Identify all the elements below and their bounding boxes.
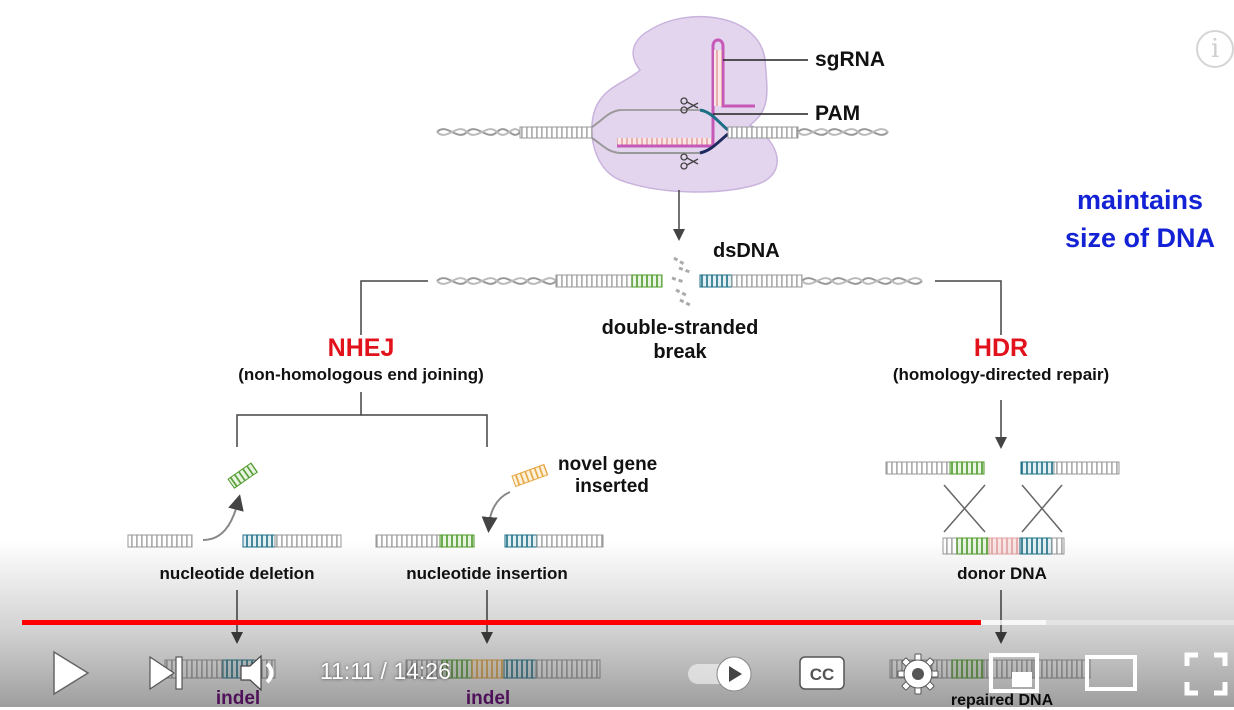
dsdna-label: dsDNA <box>713 240 780 262</box>
repaired-dna-label: repaired DNA <box>950 692 1054 709</box>
inserted-label: inserted <box>575 476 649 497</box>
info-icon: i <box>1211 34 1220 64</box>
autoplay-toggle-icon <box>688 656 752 692</box>
indel-right-label: indel <box>465 688 511 709</box>
size-of-dna-label: size of DNA <box>1064 223 1216 253</box>
settings-button[interactable] <box>896 652 940 696</box>
nhej-full-label: (non-homologous end joining) <box>238 365 484 384</box>
insertion-figure <box>375 463 604 644</box>
deletion-figure <box>127 462 342 644</box>
result-strands <box>164 659 1091 679</box>
progress-bar[interactable] <box>22 620 1234 625</box>
time-display: 11:11 / 14:26 <box>320 658 451 685</box>
autoplay-toggle[interactable] <box>686 656 756 692</box>
nucleotide-insertion-label: nucleotide insertion <box>406 564 568 583</box>
time-current: 11:11 <box>320 658 375 684</box>
next-icon <box>149 655 183 691</box>
next-button[interactable] <box>146 653 186 693</box>
hdr-figure <box>885 461 1120 644</box>
break-label: break <box>653 341 707 363</box>
double-stranded-label: double-stranded <box>601 317 759 339</box>
cas9-complex <box>436 15 889 193</box>
play-icon <box>53 650 90 696</box>
play-button[interactable] <box>50 650 92 696</box>
time-separator: / <box>374 658 394 684</box>
donor-dna-label: donor DNA <box>957 564 1047 583</box>
miniplayer-button[interactable] <box>988 652 1040 694</box>
volume-button[interactable] <box>238 652 282 694</box>
time-total: 14:26 <box>393 658 451 684</box>
info-button[interactable]: i <box>1196 30 1234 68</box>
nucleotide-deletion-label: nucleotide deletion <box>159 564 315 583</box>
theater-button[interactable] <box>1084 654 1138 692</box>
nhej-label: NHEJ <box>327 334 395 362</box>
captions-button[interactable]: CC <box>798 655 846 691</box>
volume-icon <box>240 654 274 692</box>
cc-icon: CC <box>799 656 845 690</box>
fullscreen-icon <box>1184 652 1228 696</box>
theater-icon <box>1085 655 1137 691</box>
maintains-label: maintains <box>1076 185 1204 215</box>
indel-left-label: indel <box>215 688 261 709</box>
sgrna-label: sgRNA <box>815 48 886 71</box>
scissors-icon <box>680 153 699 170</box>
cc-glyph: CC <box>810 665 835 684</box>
pam-label: PAM <box>815 102 861 125</box>
dsdna-break <box>436 256 923 307</box>
hdr-label: HDR <box>973 334 1029 362</box>
novel-gene-label: novel gene <box>558 454 658 475</box>
progress-played <box>22 620 981 625</box>
miniplayer-icon <box>989 653 1039 693</box>
scissors-icon <box>680 97 699 114</box>
hdr-full-label: (homology-directed repair) <box>892 365 1110 384</box>
gear-icon <box>897 653 939 695</box>
fullscreen-button[interactable] <box>1184 652 1228 696</box>
